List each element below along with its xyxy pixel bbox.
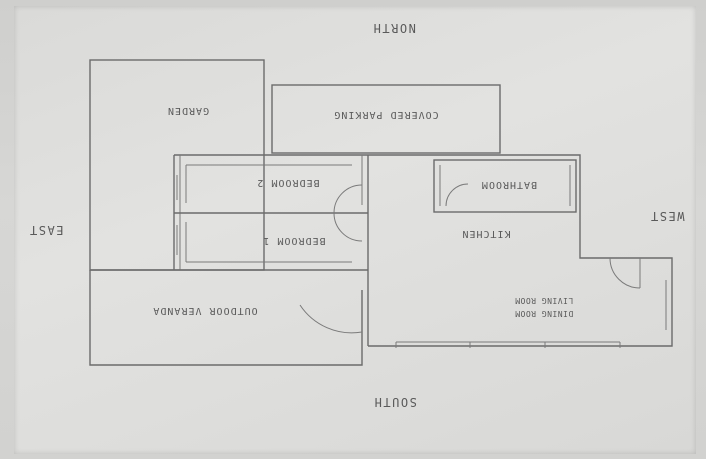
outdoor-veranda-label: OUTDOOR VERANDA bbox=[152, 305, 257, 316]
bathroom-label: BATHROOM bbox=[481, 179, 537, 190]
dining-room-label: DINING ROOM bbox=[515, 309, 573, 318]
covered-parking-outline bbox=[271, 84, 501, 154]
west-label: WEST bbox=[650, 209, 685, 223]
bedroom-1-label: BEDROOM 1 bbox=[262, 235, 325, 246]
bathroom-outline bbox=[433, 159, 577, 213]
east-label: EAST bbox=[29, 223, 64, 237]
house-outer-wall bbox=[174, 154, 673, 347]
south-label: SOUTH bbox=[373, 395, 417, 409]
bathroom-door bbox=[445, 183, 469, 207]
veranda-outline bbox=[89, 270, 363, 366]
living-room-label: LIVING ROOM bbox=[515, 296, 573, 305]
bedroom2-door bbox=[333, 184, 363, 214]
kitchen-label: KITCHEN bbox=[461, 228, 510, 239]
veranda-door bbox=[299, 304, 363, 334]
paper-sheet bbox=[14, 6, 696, 454]
bedroom-2-label: BEDROOM 2 bbox=[256, 177, 319, 188]
north-label: NORTH bbox=[372, 21, 416, 35]
garden-label: GARDEN bbox=[167, 105, 209, 116]
covered-parking-label: COVERED PARKING bbox=[333, 109, 438, 120]
entry-door bbox=[609, 257, 641, 289]
bedroom1-door bbox=[333, 212, 363, 242]
